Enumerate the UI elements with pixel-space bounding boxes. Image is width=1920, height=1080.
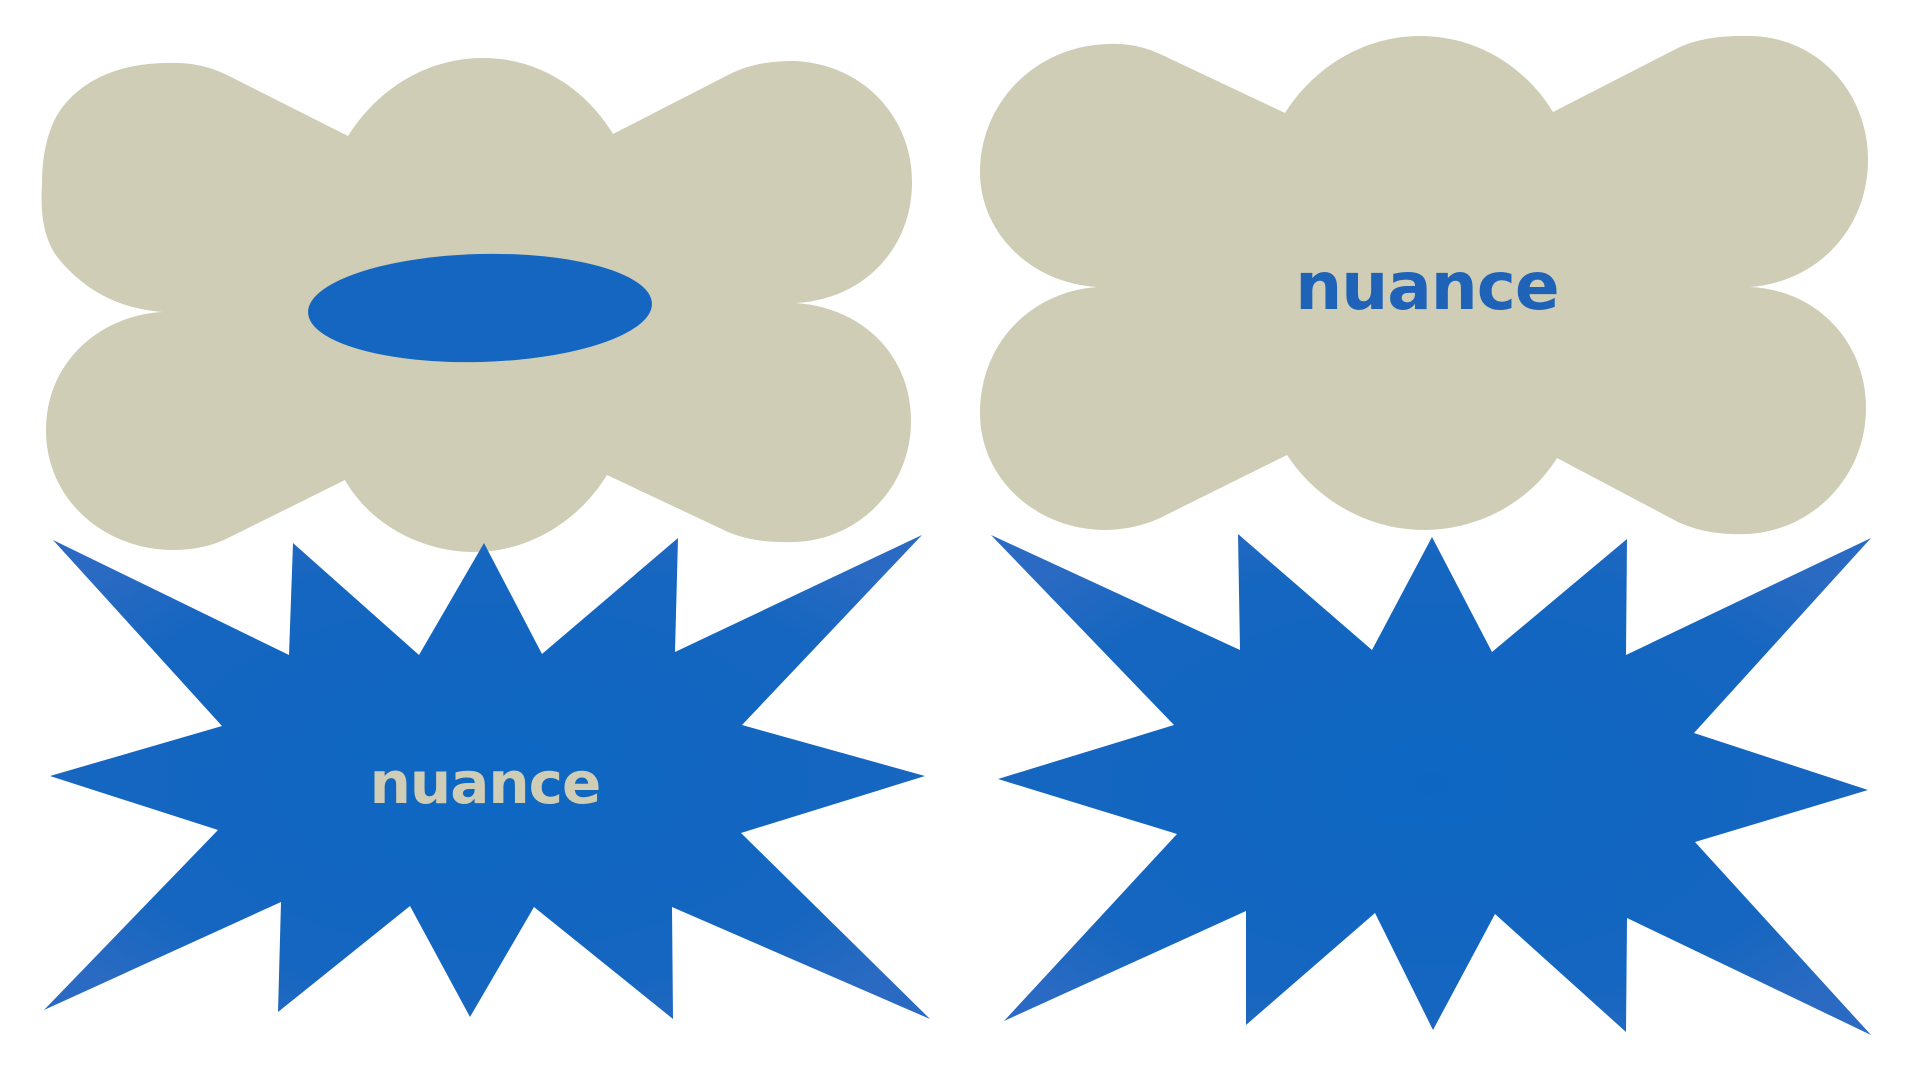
starburst-shape: [44, 535, 930, 1019]
nuance-wordmark: nuance: [1295, 248, 1558, 325]
panel-cloud-oval: [41, 58, 912, 552]
starburst-shape: [991, 534, 1871, 1035]
blue-oval: [308, 253, 652, 363]
panel-star-wordmark: nuance: [44, 535, 930, 1019]
nuance-wordmark: nuance: [370, 749, 601, 817]
panel-star-plain: [991, 534, 1871, 1035]
panel-cloud-wordmark: nuance: [980, 36, 1868, 535]
cloud-shape: [980, 36, 1868, 535]
